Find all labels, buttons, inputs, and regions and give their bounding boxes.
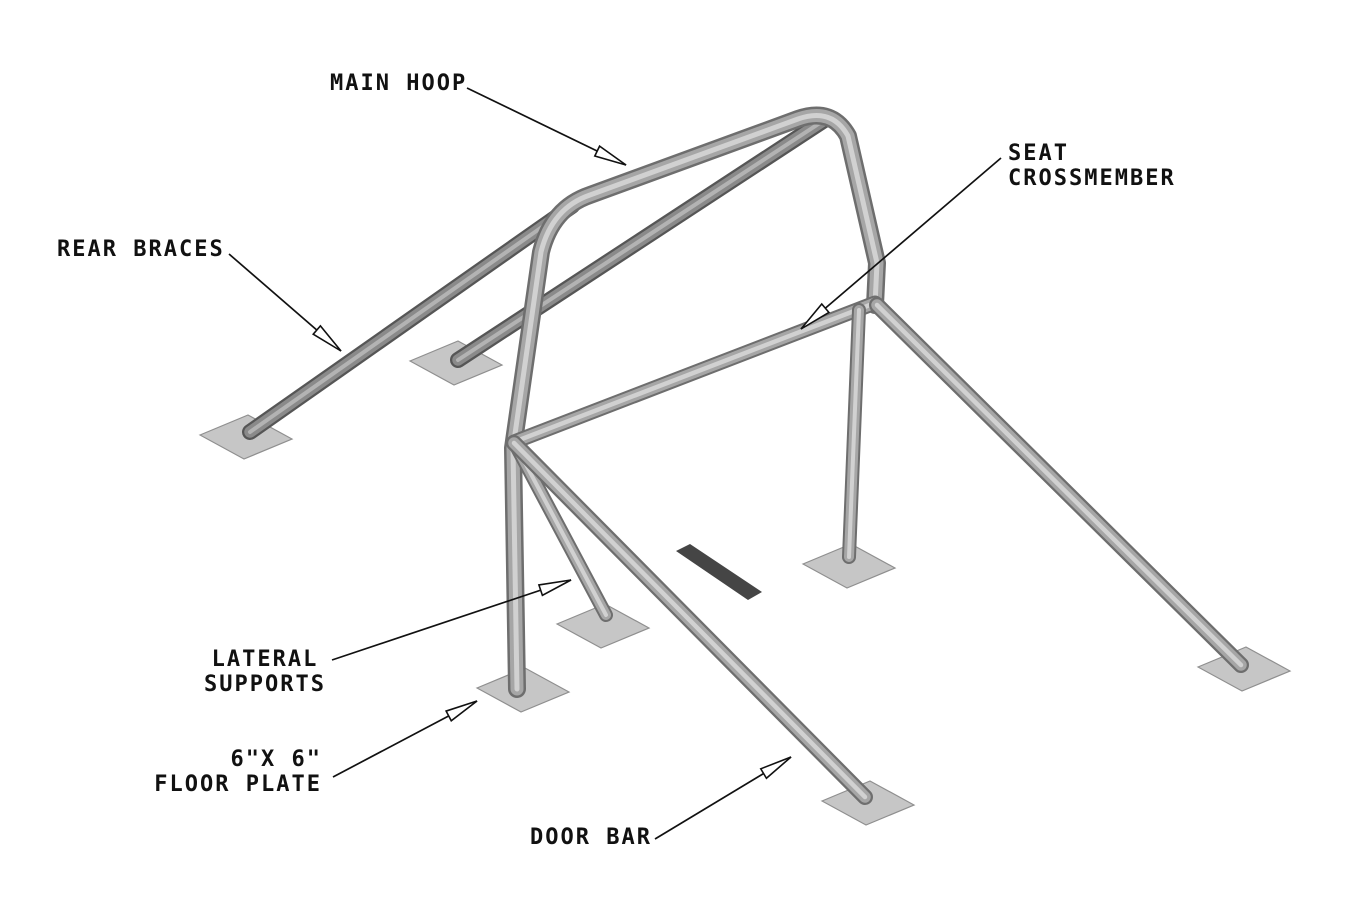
label-seat-crossmember: SEAT CROSSMEMBER [1008,141,1176,191]
floor-plate-center [801,543,897,589]
label-door-bar: DOOR BAR [530,825,652,850]
leader-lateral-supports [331,579,572,661]
center-support-tube [849,310,859,557]
seat-crossmember-tube [514,303,875,442]
leader-floor-plate [332,700,478,778]
door-bar-right-tube [877,305,1241,665]
leader-main-hoop [466,87,627,166]
label-rear-braces: REAR BRACES [57,237,225,262]
label-floor-plate: 6"X 6" FLOOR PLATE [154,747,322,797]
leader-seat-crossmember [800,157,1002,330]
label-lateral-supports: LATERAL SUPPORTS [204,647,326,697]
floor-plate-lateral [555,603,651,649]
leader-door-bar [654,756,792,840]
lateral-support-foreshortened [676,544,762,600]
label-main-hoop: MAIN HOOP [330,71,468,96]
leader-rear-braces [228,253,342,352]
callout-leaders [228,87,1002,840]
